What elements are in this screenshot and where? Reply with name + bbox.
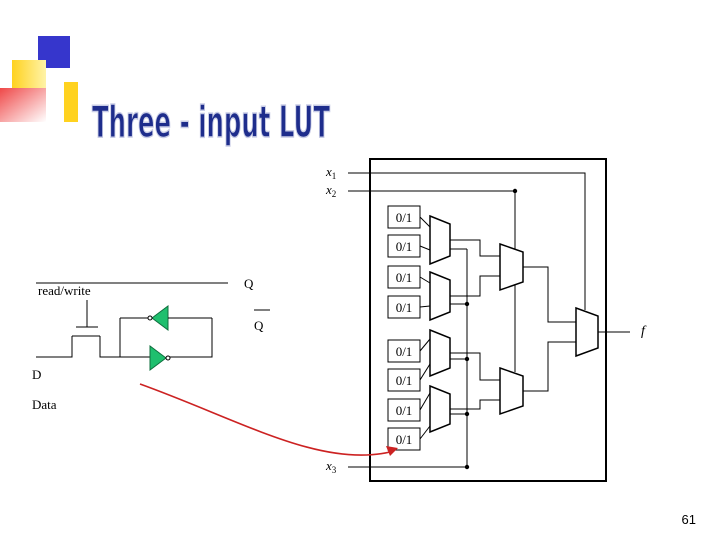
pass-transistor-drain (99, 336, 120, 358)
decorative-squares (0, 36, 78, 122)
cell-wires (419, 216, 431, 440)
q-label: Q (244, 276, 254, 291)
storage-cell-4-value: 0/1 (396, 300, 413, 315)
input-x1-label: x1 (325, 164, 336, 181)
inverters (147, 305, 171, 371)
storage-cell-6-value: 0/1 (396, 373, 413, 388)
input-x2-label: x2 (325, 182, 336, 199)
junction-dot (464, 356, 470, 362)
mux-stage2-1 (499, 242, 524, 292)
read-write-label: read/write (38, 283, 91, 298)
pass-transistor-source (36, 336, 73, 358)
loop-right-wire (168, 318, 213, 358)
junction-dot (464, 301, 470, 307)
annotation-arrow-head (386, 446, 398, 456)
junction-dot (512, 188, 518, 194)
storage-cell-2-value: 0/1 (396, 239, 413, 254)
input-wires (348, 172, 586, 468)
storage-cell-8-value: 0/1 (396, 432, 413, 447)
storage-cell-3-value: 0/1 (396, 270, 413, 285)
storage-cells: 0/1 0/1 0/1 0/1 0/1 0/1 0/1 0/1 (387, 205, 421, 451)
inverter-bottom-bubble (165, 355, 171, 361)
first-stage-muxes (429, 214, 451, 434)
inverter-top-bubble (147, 315, 153, 321)
second-stage-wires (450, 239, 630, 410)
mux-output (575, 306, 599, 358)
lut-block-border (369, 158, 607, 482)
mux-stage1-4 (429, 384, 451, 434)
yellow-square (12, 60, 46, 92)
page-number: 61 (681, 512, 696, 527)
inverter-top (151, 305, 169, 331)
yellow-bar (64, 82, 78, 122)
slide-title: Three - input LUT (92, 97, 330, 148)
junction-dots (464, 188, 518, 470)
output-f-label: f (641, 324, 647, 339)
storage-cell-7-value: 0/1 (396, 403, 413, 418)
junction-dot (464, 464, 470, 470)
annotation-arrow-curve (139, 383, 391, 456)
data-label: Data (32, 397, 57, 412)
mux-stage1-2 (429, 270, 451, 322)
mux-stage1-1 (429, 214, 451, 266)
storage-cell-5-value: 0/1 (396, 344, 413, 359)
mux-stage2-2 (499, 366, 524, 416)
annotation-arrow (139, 383, 398, 456)
x1-wire (348, 172, 586, 310)
red-square (0, 88, 46, 122)
second-stage-muxes (499, 242, 599, 416)
inverter-bottom (149, 345, 167, 371)
q-bar-label: Q (254, 318, 264, 333)
storage-cell-1-value: 0/1 (396, 210, 413, 225)
input-x3-label: x3 (325, 458, 337, 475)
d-label: D (32, 367, 41, 382)
mux-stage1-3 (429, 328, 451, 378)
junction-dot (464, 411, 470, 417)
